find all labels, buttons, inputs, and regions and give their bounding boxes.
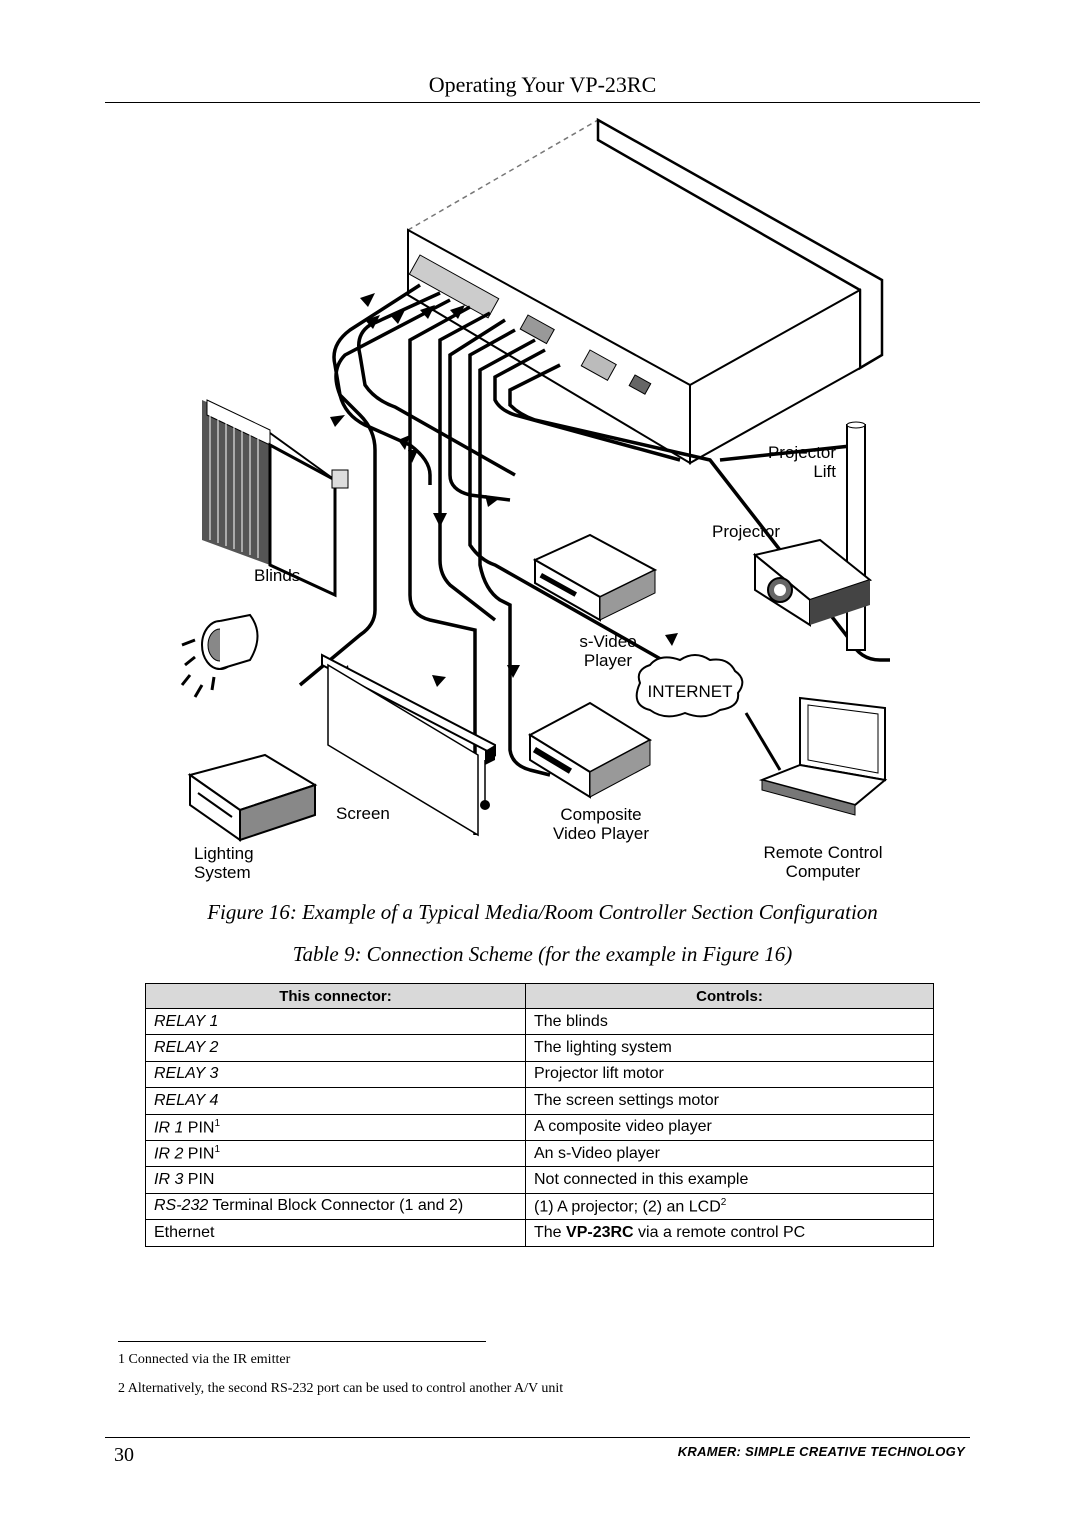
connector-cell: IR 3 PIN [145, 1166, 526, 1194]
table-row: RELAY 1 The blinds [145, 1007, 934, 1036]
projection-screen [321, 653, 496, 837]
label-screen: Screen [336, 804, 390, 823]
connection-diagram: Projector Lift Projector Blinds s-Video … [180, 117, 890, 882]
label-composite-1: Composite [560, 805, 641, 824]
header-rule [105, 102, 980, 103]
label-internet: INTERNET [648, 682, 733, 701]
connector-suffix: PIN [183, 1118, 215, 1136]
footer-brand: KRAMER: SIMPLE CREATIVE TECHNOLOGY [677, 1444, 965, 1459]
connector-name: IR 2 [154, 1145, 184, 1163]
connector-suffix: PIN [183, 1171, 215, 1189]
controls-cell: Not connected in this example [525, 1166, 934, 1194]
controls-cell: The screen settings motor [525, 1087, 934, 1115]
lighting-system-box [187, 753, 318, 842]
controls-suffix: via a remote control PC [633, 1223, 806, 1241]
connector-cell: RELAY 4 [145, 1087, 526, 1115]
connector-cell: IR 2 PIN1 [145, 1139, 526, 1168]
footnote-ref: 1 [214, 1117, 221, 1129]
connector-suffix: Terminal Block Connector (1 and 2) [208, 1197, 464, 1215]
table-row: RELAY 3 Projector lift motor [145, 1060, 934, 1089]
connector-name: RELAY 2 [154, 1039, 219, 1057]
controls-cell: The VP-23RC via a remote control PC [525, 1219, 934, 1247]
controls-text: (1) A projector; (2) an LCD [534, 1198, 721, 1216]
table-row: RS-232 Terminal Block Connector (1 and 2… [145, 1192, 934, 1221]
table-row: IR 3 PIN Not connected in this example [145, 1166, 934, 1194]
diagram-labels: Projector Lift Projector Blinds s-Video … [194, 443, 883, 882]
controls-prefix: The [534, 1223, 567, 1241]
projector-device [752, 538, 873, 627]
page-number: 30 [114, 1444, 134, 1466]
controls-cell: An s-Video player [525, 1139, 934, 1168]
light-emitter [180, 613, 259, 698]
product-name: VP-23RC [566, 1223, 634, 1241]
controls-cell: The blinds [525, 1007, 934, 1036]
controls-cell: The lighting system [525, 1034, 934, 1062]
footer-rule [105, 1437, 970, 1438]
controls-cell: (1) A projector; (2) an LCD2 [525, 1192, 934, 1221]
connector-cell: RELAY 3 [145, 1060, 526, 1089]
connector-name: RS-232 [154, 1197, 209, 1215]
connector-name: IR 3 [154, 1171, 184, 1189]
column-header-connector: This connector: [145, 983, 526, 1009]
controls-cell: A composite video player [525, 1113, 934, 1141]
table-row: IR 2 PIN1 An s-Video player [145, 1139, 934, 1168]
table-row: IR 1 PIN1 A composite video player [145, 1113, 934, 1141]
page-header-title: Operating Your VP-23RC [428, 72, 657, 97]
table-caption: Table 9: Connection Scheme (for the exam… [292, 942, 793, 966]
projector-lift-pole [846, 421, 866, 651]
column-header-controls: Controls: [525, 983, 934, 1009]
cable-arrows [330, 293, 678, 687]
connector-suffix: PIN [183, 1145, 215, 1163]
label-projector-lift-1: Projector [768, 443, 836, 462]
label-projector: Projector [712, 522, 780, 541]
footnote-rule [118, 1341, 486, 1342]
label-projector-lift-2: Lift [813, 462, 836, 481]
composite-player-box [527, 701, 653, 799]
connector-name: RELAY 3 [154, 1065, 219, 1083]
label-remote-1: Remote Control [763, 843, 882, 862]
label-blinds: Blinds [254, 566, 300, 585]
connector-name: Ethernet [154, 1223, 215, 1241]
footnote-ref: 1 [214, 1143, 221, 1155]
label-composite-2: Video Player [553, 824, 649, 843]
table-header-row: This connector: Controls: [145, 983, 934, 1009]
remote-computer [744, 696, 888, 816]
connector-cell: IR 1 PIN1 [145, 1113, 526, 1141]
svideo-player-box [532, 533, 658, 622]
table-row: RELAY 4 The screen settings motor [145, 1087, 934, 1115]
connector-cell: RELAY 1 [145, 1007, 526, 1036]
connector-cell: RS-232 Terminal Block Connector (1 and 2… [145, 1192, 526, 1221]
control-cables [298, 283, 890, 835]
footnote-2: 2 Alternatively, the second RS-232 port … [118, 1381, 564, 1396]
controls-cell: Projector lift motor [525, 1060, 934, 1089]
connector-cell: RELAY 2 [145, 1034, 526, 1062]
connector-name: RELAY 4 [154, 1091, 219, 1109]
internet-cloud [635, 654, 744, 718]
table-row: RELAY 2 The lighting system [145, 1034, 934, 1062]
label-lighting-1: Lighting [194, 844, 254, 863]
label-lighting-2: System [194, 863, 251, 882]
table-row: Ethernet The VP-23RC via a remote contro… [145, 1219, 934, 1247]
connector-cell: Ethernet [145, 1219, 526, 1247]
connector-name: IR 1 [154, 1118, 184, 1136]
label-svideo-1: s-Video [579, 632, 636, 651]
connector-name: RELAY 1 [154, 1012, 219, 1030]
figure-caption: Figure 16: Example of a Typical Media/Ro… [207, 900, 878, 924]
label-remote-2: Computer [786, 862, 861, 881]
blinds-device [202, 399, 349, 598]
vp23rc-device [406, 117, 884, 465]
footnote-1: 1 Connected via the IR emitter [118, 1352, 291, 1367]
connection-table: This connector: Controls: RELAY 1 The bl… [145, 983, 934, 1247]
label-svideo-2: Player [584, 651, 633, 670]
footnote-ref: 2 [720, 1196, 727, 1208]
